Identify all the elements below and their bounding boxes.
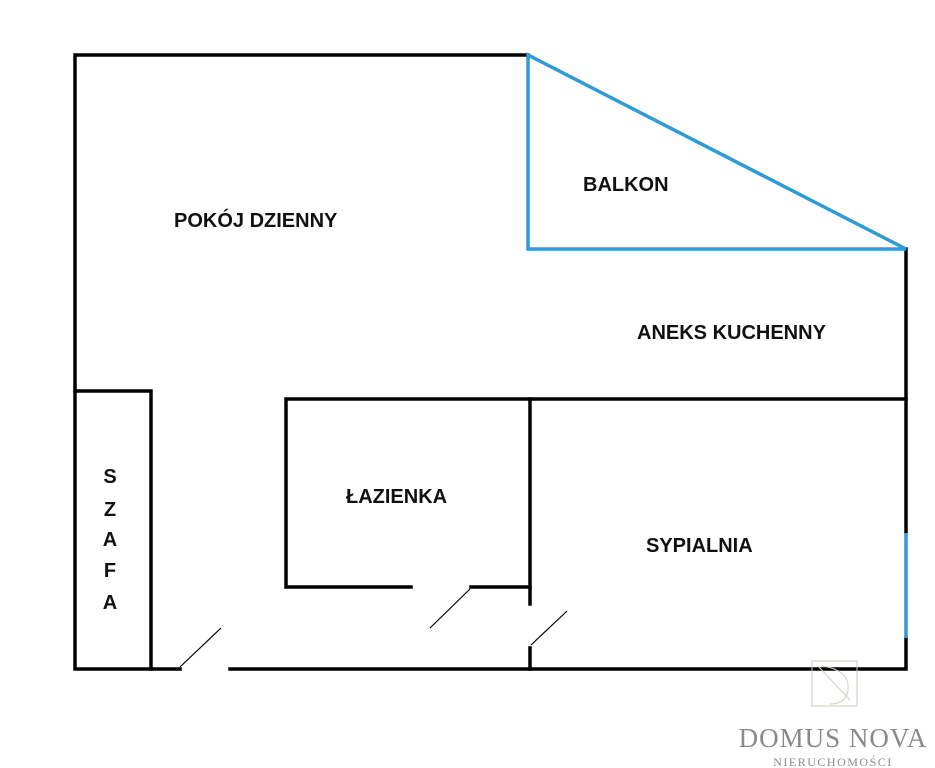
bathroom-wall <box>284 397 908 589</box>
bathroom-right-wall <box>469 397 532 589</box>
kitchenette-label: ANEKS KUCHENNY <box>637 322 827 344</box>
wardrobe-letter: S <box>103 466 116 488</box>
logo-mark-swirl <box>817 665 851 705</box>
bathroom-label: ŁAZIENKA <box>346 486 447 508</box>
balcony-label: BALKON <box>583 174 669 196</box>
bathroom-door-swing <box>429 588 471 629</box>
outer-wall <box>73 53 530 671</box>
logo-brand-text: DOMUS NOVA <box>739 723 928 753</box>
bedroom-label: SYPIALNIA <box>646 535 753 557</box>
entrance-door-swing <box>179 627 222 668</box>
balcony-outline <box>526 52 907 251</box>
wardrobe-letter: F <box>104 560 116 582</box>
domus-nova-logo: DOMUS NOVA NIERUCHOMOŚCI <box>739 660 928 768</box>
logo-mark-icon <box>811 660 858 707</box>
wardrobe-letter: A <box>103 592 117 614</box>
outer-wall-bottom-right <box>228 636 908 671</box>
living-room-label: POKÓJ DZIENNY <box>174 208 338 232</box>
wardrobe-wall <box>73 389 153 671</box>
logo-subtitle-text: NIERUCHOMOŚCI <box>773 755 893 768</box>
wardrobe-letter: A <box>103 529 117 551</box>
bedroom-door-swing <box>530 610 568 646</box>
wardrobe-letter: Z <box>104 499 116 521</box>
